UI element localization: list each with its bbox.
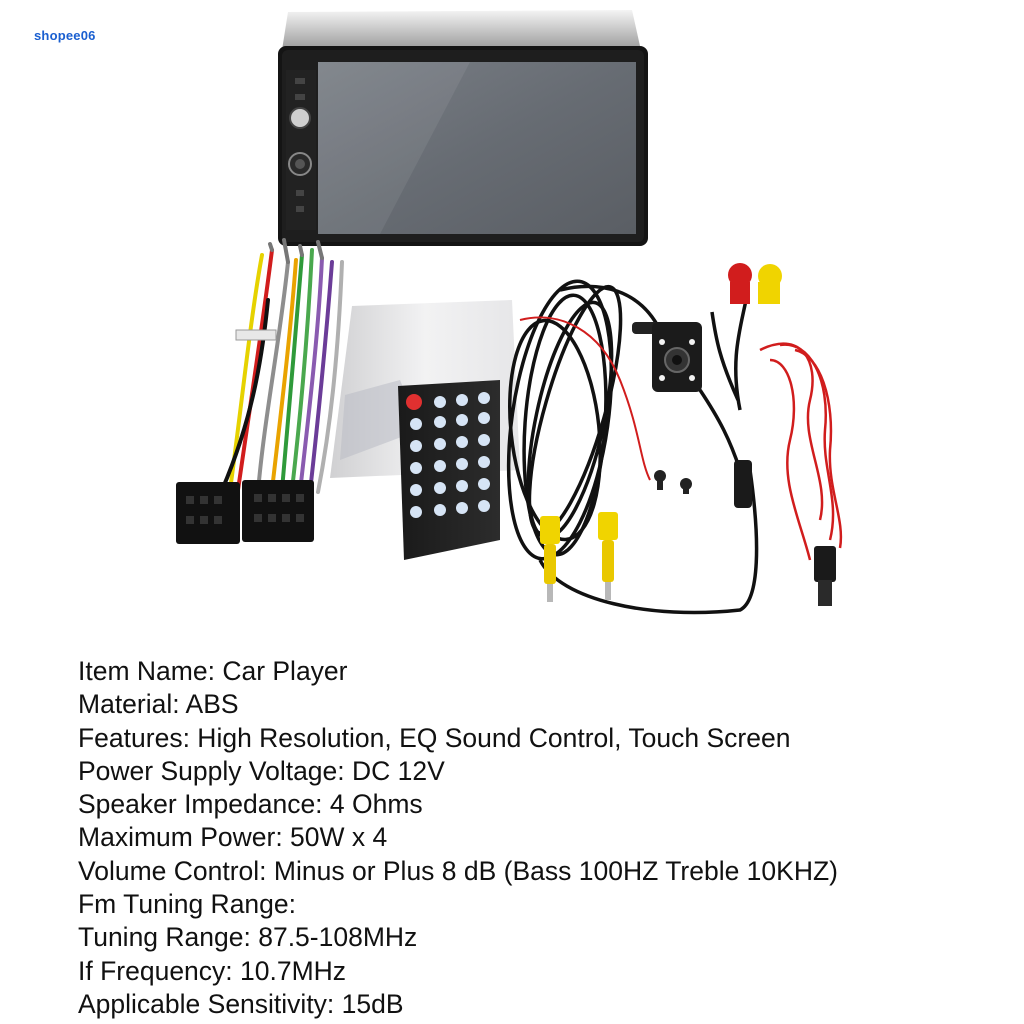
remote-control bbox=[398, 380, 500, 560]
spec-tuning-range: Tuning Range: 87.5-108MHz bbox=[78, 922, 418, 953]
screws bbox=[654, 470, 692, 494]
power-cable bbox=[759, 342, 843, 561]
backup-camera bbox=[632, 322, 702, 392]
rca-plugs-top bbox=[728, 263, 782, 304]
spec-features: Features: High Resolution, EQ Sound Cont… bbox=[78, 722, 791, 753]
inline-filter bbox=[734, 460, 752, 508]
spec-maximum-power: Maximum Power: 50W x 4 bbox=[78, 822, 388, 853]
spec-item-name: Item Name: Car Player bbox=[78, 656, 348, 686]
spec-volume-control: Volume Control: Minus or Plus 8 dB (Bass… bbox=[78, 855, 838, 886]
product-photo bbox=[176, 10, 843, 615]
shop-watermark: shopee06 bbox=[34, 28, 96, 43]
car-stereo-head-unit bbox=[278, 10, 648, 246]
video-cable-coil bbox=[506, 279, 759, 615]
spec-power-supply-voltage: Power Supply Voltage: DC 12V bbox=[78, 755, 445, 786]
spec-fm-tuning-range: Fm Tuning Range: bbox=[78, 889, 297, 920]
spec-list: Item Name: Car Player Material: ABS Feat… bbox=[78, 655, 1008, 1024]
wiring-harness bbox=[220, 238, 344, 494]
spec-speaker-impedance: Speaker Impedance: 4 Ohms bbox=[78, 789, 423, 820]
dc-plug bbox=[814, 546, 836, 582]
spec-material: Material: ABS bbox=[78, 689, 239, 720]
rca-plugs-yellow bbox=[540, 512, 618, 602]
spec-if-frequency: If Frequency: 10.7MHz bbox=[78, 955, 347, 986]
spec-applicable-sensitivity: Applicable Sensitivity: 15dB bbox=[78, 988, 404, 1019]
iso-connector-right bbox=[242, 480, 314, 542]
iso-connector-left bbox=[176, 482, 240, 544]
